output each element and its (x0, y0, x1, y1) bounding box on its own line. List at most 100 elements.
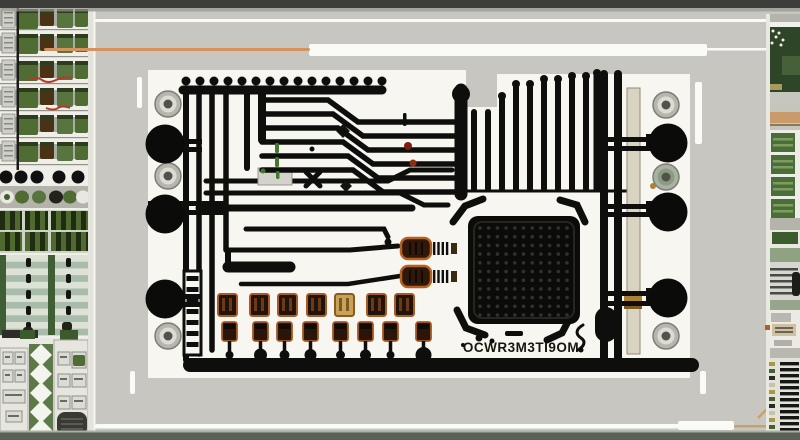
left-pcb-strip (0, 7, 90, 440)
bga-dot (486, 295, 491, 300)
bga-dot (530, 261, 534, 265)
barcode-stripe (780, 374, 799, 378)
grille-line (770, 292, 798, 295)
checker-cell (25, 211, 30, 230)
bga-dot (486, 226, 491, 230)
oval-pad (15, 190, 29, 204)
bga-dot (565, 261, 569, 265)
checker-cell (0, 211, 5, 230)
red-dot (409, 159, 417, 167)
bga-dot (521, 269, 526, 274)
stair-trace (259, 97, 459, 125)
bga-dot (547, 252, 552, 256)
bottom-dark-band (0, 432, 800, 440)
ladder-stripe (186, 298, 199, 303)
checker-cell (30, 211, 35, 230)
green-dash (275, 157, 279, 167)
checker-cell (51, 232, 56, 251)
barcode-stripe (780, 404, 799, 408)
checker-cell (10, 211, 15, 230)
bga-dot (486, 269, 491, 274)
mounting-hole (652, 322, 680, 350)
ladder-stripe (186, 342, 199, 347)
bga-dot (521, 243, 526, 248)
ribbon-dash (26, 258, 31, 267)
green-patch (782, 56, 800, 75)
tooth-bulb (554, 75, 562, 83)
panel-square (71, 395, 87, 410)
bga-dot (513, 234, 517, 239)
squiggle-mark (575, 323, 586, 352)
barcode-stripe (780, 422, 799, 426)
barcode-stripe (780, 380, 799, 384)
bga-dot (478, 252, 482, 256)
checker-cell (71, 211, 76, 230)
trace-bulb (377, 76, 387, 86)
bga-dot (504, 261, 508, 265)
through-hole (14, 170, 28, 184)
thumbnail-band (770, 248, 800, 262)
green-nub (60, 330, 78, 340)
chip-ball-grid (478, 226, 569, 317)
gold-fleck (650, 183, 656, 189)
white-diamond (30, 363, 52, 385)
barcode-stripe (780, 368, 799, 372)
checker-cell (10, 232, 15, 251)
guide-line (309, 44, 707, 56)
bga-dot (513, 252, 517, 256)
ribbon-vertical (0, 255, 6, 335)
gray-bar (774, 340, 792, 346)
bga-dot (495, 234, 500, 239)
guide-line (44, 48, 310, 51)
green-blob (73, 355, 85, 366)
bga-dot (495, 269, 500, 274)
ladder-stripe (186, 276, 199, 281)
bga-dot (504, 304, 508, 309)
bracket-tl (449, 195, 487, 226)
smd-component (249, 293, 270, 317)
chip-silkscreen-label: OCWR3M3TI9OM (463, 340, 579, 355)
through-hole (30, 170, 44, 184)
checker-cell (86, 232, 88, 251)
tooth-bulb (540, 75, 548, 83)
checker-cell (66, 232, 71, 251)
bga-dot (513, 226, 517, 230)
grille-line (770, 274, 798, 277)
oval-pad (76, 190, 90, 204)
ribbon-stripe (0, 328, 88, 336)
circuit-board-illustration: OCWR3M3TI9OM (145, 69, 699, 378)
dot-column-cell (769, 376, 775, 380)
bga-dot (565, 252, 569, 256)
bga-dot (547, 304, 552, 309)
x-mark (303, 169, 323, 189)
bga-dot (539, 287, 543, 291)
guide-line (695, 82, 702, 144)
ribbon-dash (66, 258, 71, 267)
bga-dot (478, 287, 482, 291)
checker-cell (61, 232, 66, 251)
bga-dot (530, 252, 534, 256)
small-bar (505, 331, 523, 336)
trace-mid-4 (243, 226, 391, 240)
red-squiggle (45, 105, 71, 111)
mounting-hole (652, 91, 680, 119)
stair-trace (259, 167, 459, 195)
red-squiggle (27, 76, 73, 83)
dot-column-cell (769, 425, 775, 429)
trace-bulb (349, 76, 359, 86)
checker-cell (66, 211, 71, 230)
stair-trace (259, 111, 459, 139)
row-separator (0, 83, 88, 85)
barcode-stripe (780, 428, 799, 432)
qfp-chip: OCWR3M3TI9OM (449, 195, 589, 355)
panel-square (57, 395, 71, 410)
bga-dot (504, 278, 508, 283)
speckle (781, 38, 785, 42)
panel-square-mark (8, 415, 19, 417)
trace-bulb (195, 76, 205, 86)
trace-mid-7 (238, 273, 403, 287)
smd-component-leaded (302, 321, 319, 361)
bga-dot (530, 313, 534, 317)
thumbnail-band (770, 92, 800, 103)
